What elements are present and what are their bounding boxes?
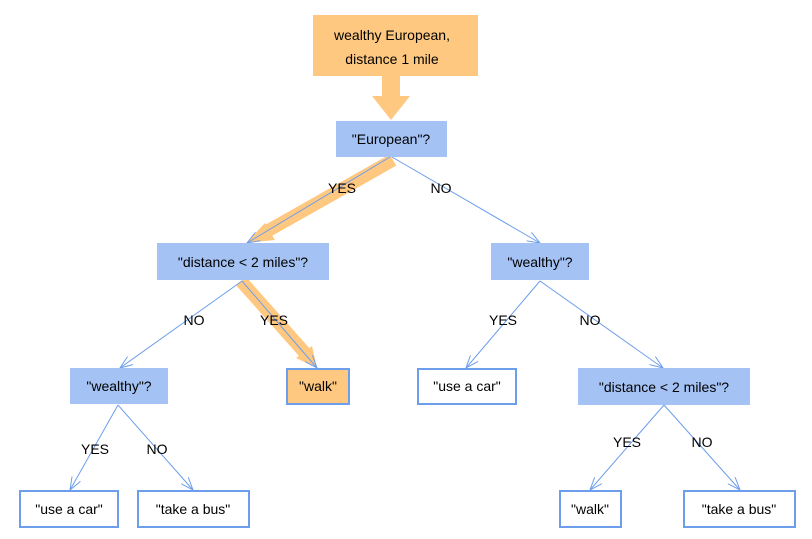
node-question-distance-left: "distance < 2 miles"? <box>157 243 329 280</box>
node-question-wealthy-right: "wealthy"? <box>491 243 589 280</box>
node-question-european: "European"? <box>336 121 447 157</box>
edge-label-european-yes: YES <box>328 180 356 196</box>
node-leaf-walk-right-label: "walk" <box>571 501 609 517</box>
edge-label-distance-right-no: NO <box>692 434 713 450</box>
node-leaf-use-car-mid: "use a car" <box>417 368 517 405</box>
node-question-wealthy-left: "wealthy"? <box>70 368 168 404</box>
node-leaf-use-car-left: "use a car" <box>19 490 119 528</box>
node-question-wealthy-right-label: "wealthy"? <box>507 254 572 270</box>
edge-distance-left-no <box>120 280 243 368</box>
node-leaf-walk-right: "walk" <box>559 490 622 528</box>
node-question-distance-right-label: "distance < 2 miles"? <box>599 379 729 395</box>
node-leaf-walk-mid-label: "walk" <box>299 378 337 394</box>
edge-wealthy-right-no <box>539 280 663 368</box>
edge-label-european-no: NO <box>431 180 452 196</box>
edge-european-no <box>391 156 540 243</box>
node-leaf-use-car-left-label: "use a car" <box>35 501 103 517</box>
node-input-line2: distance 1 mile <box>345 51 439 67</box>
edge-european-yes <box>247 156 391 243</box>
node-leaf-use-car-mid-label: "use a car" <box>433 378 501 394</box>
edge-distance-right-yes <box>590 404 665 490</box>
edge-label-wealthy-right-yes: YES <box>489 312 517 328</box>
input-arrow <box>372 76 410 120</box>
edge-label-wealthy-right-no: NO <box>580 312 601 328</box>
node-leaf-bus-left: "take a bus" <box>137 490 250 528</box>
edge-wealthy-right-yes <box>466 280 541 368</box>
node-leaf-walk-mid: "walk" <box>286 368 350 405</box>
node-input-line1: wealthy European, <box>333 27 450 43</box>
edge-wealthy-left-no <box>117 404 193 490</box>
edge-label-wealthy-left-yes: YES <box>81 441 109 457</box>
node-question-distance-right: "distance < 2 miles"? <box>578 368 750 405</box>
edge-label-distance-left-no: NO <box>184 312 205 328</box>
edge-wealthy-left-yes <box>70 404 119 490</box>
edge-distance-right-no <box>663 404 740 490</box>
edge-distance-left-yes <box>241 280 317 368</box>
edge-label-distance-left-yes: YES <box>260 312 288 328</box>
node-leaf-bus-right-label: "take a bus" <box>702 501 777 517</box>
edges <box>70 156 740 490</box>
edge-labels: YES NO NO YES YES NO YES NO YES NO <box>81 180 713 457</box>
node-input: wealthy European, distance 1 mile <box>313 15 478 76</box>
node-question-wealthy-left-label: "wealthy"? <box>86 378 151 394</box>
node-leaf-bus-right: "take a bus" <box>683 490 796 528</box>
node-question-distance-left-label: "distance < 2 miles"? <box>178 254 308 270</box>
highlight-yes-european <box>260 154 397 239</box>
edge-label-wealthy-left-no: NO <box>147 441 168 457</box>
node-leaf-bus-left-label: "take a bus" <box>156 501 231 517</box>
edge-label-distance-right-yes: YES <box>613 434 641 450</box>
node-question-european-label: "European"? <box>352 131 431 147</box>
